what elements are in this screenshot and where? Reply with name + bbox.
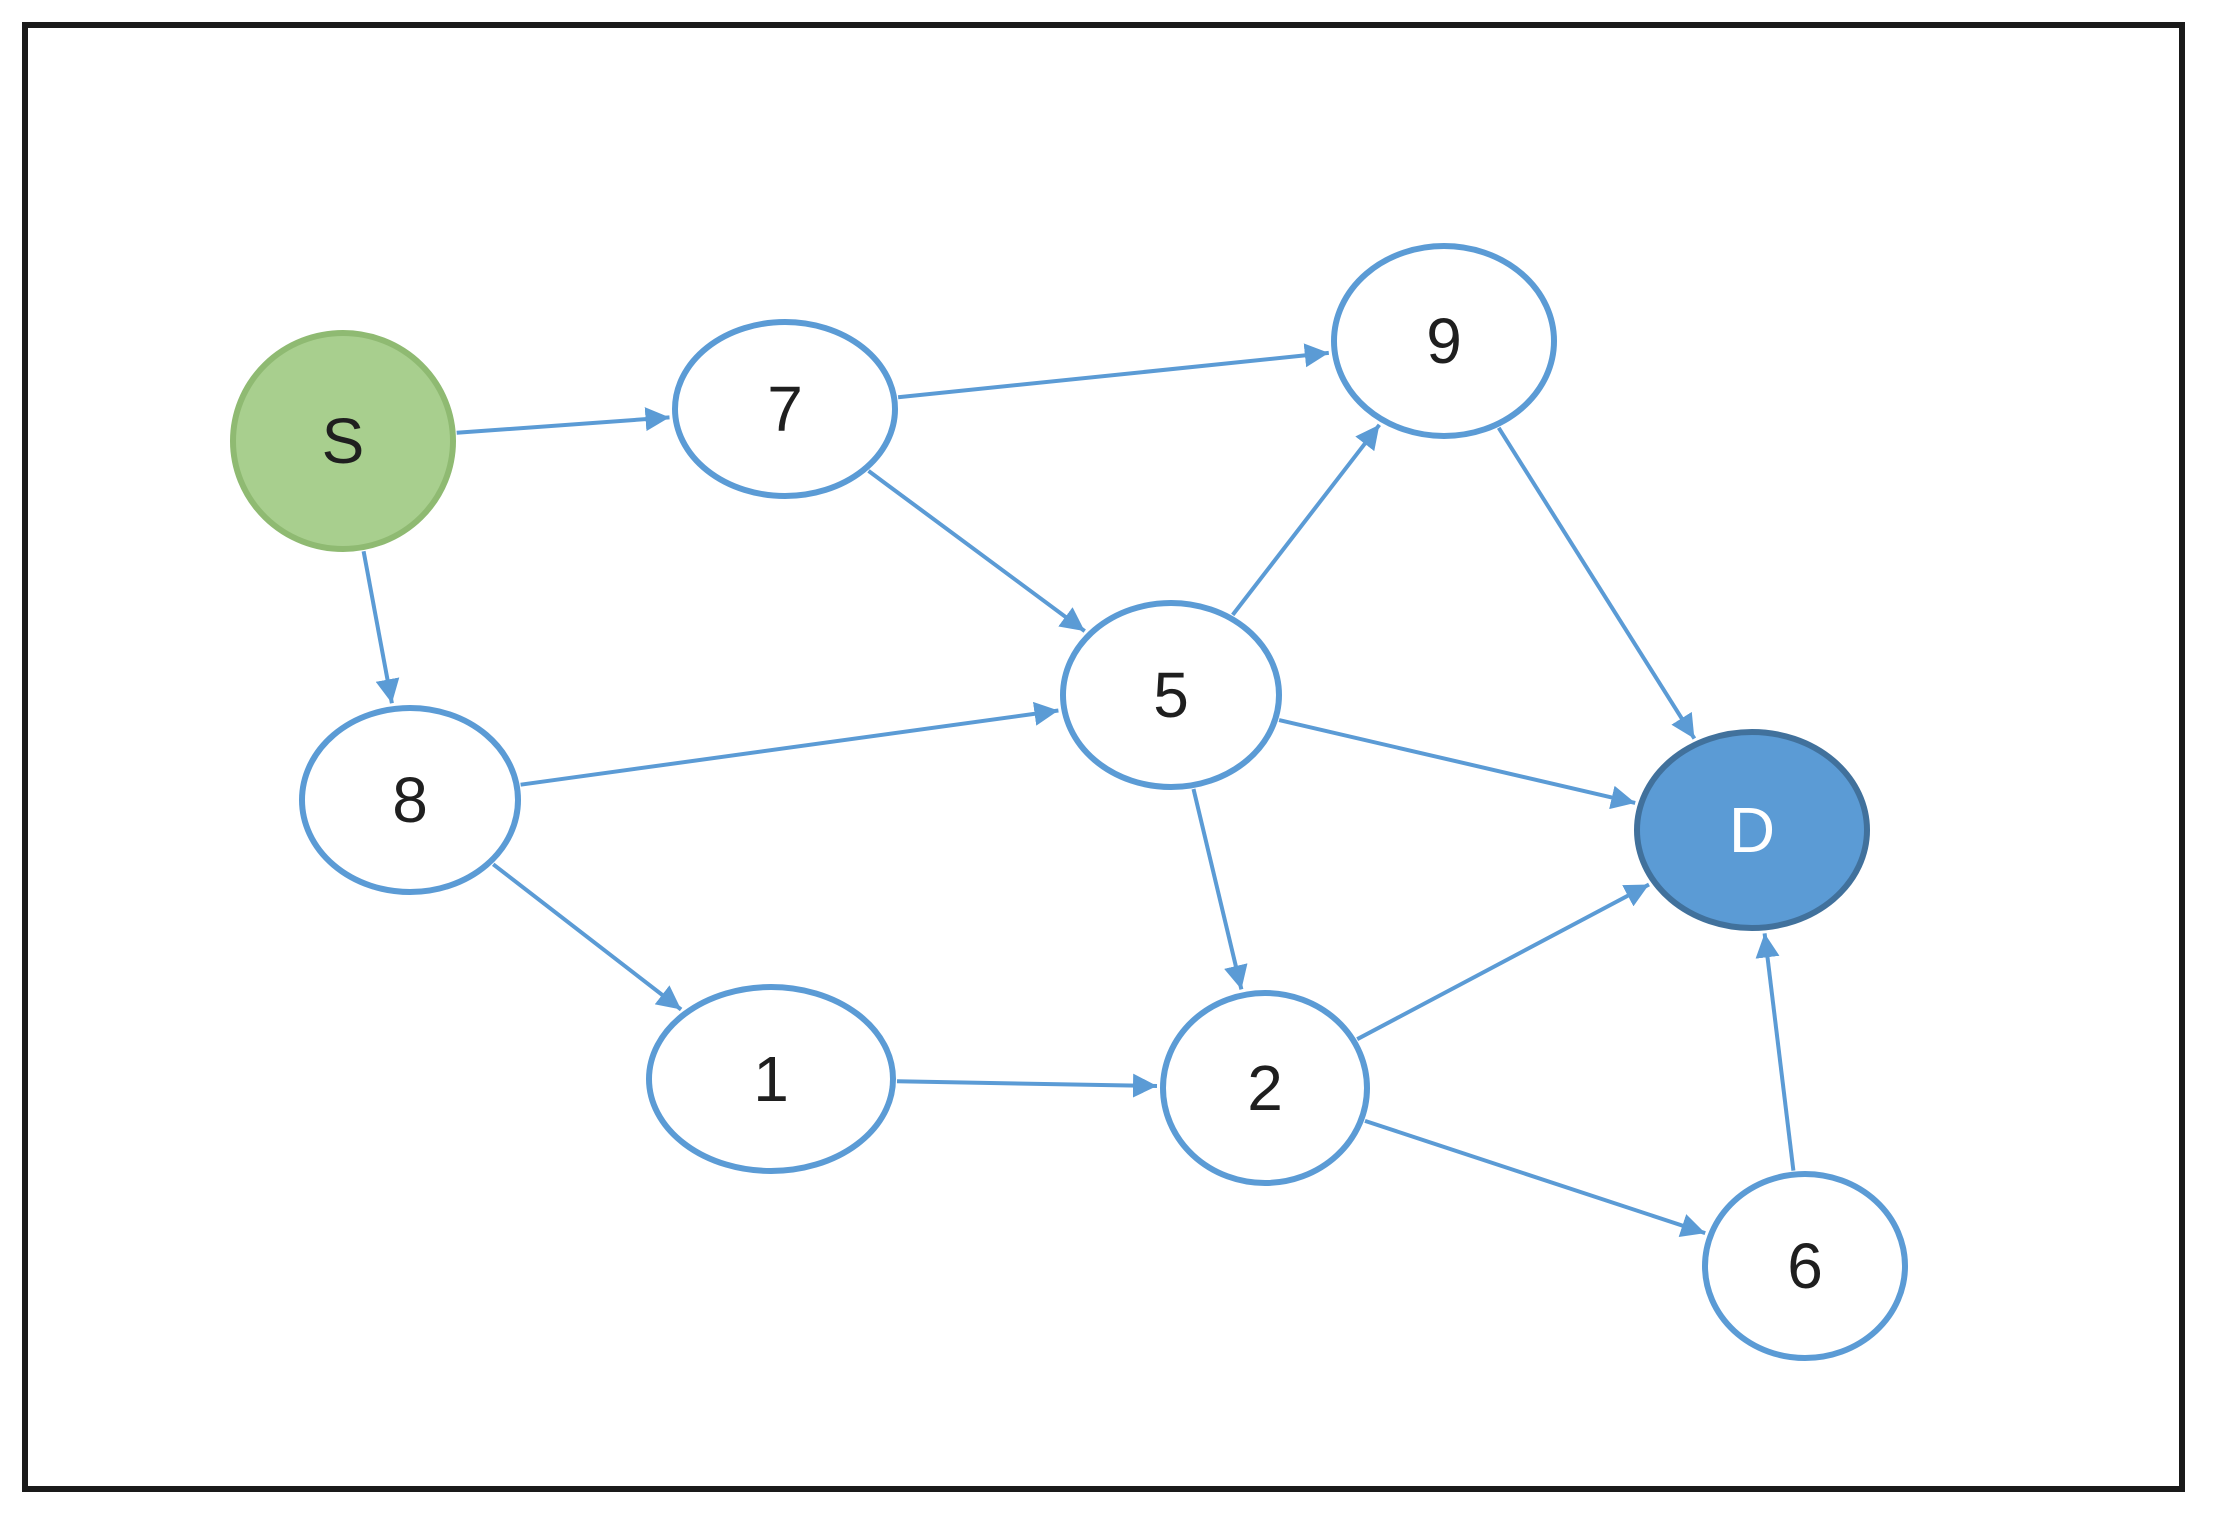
edge-9-to-D — [1497, 426, 1697, 740]
edge-S-to-8 — [361, 550, 400, 704]
node-5: 5 — [1060, 600, 1282, 790]
node-1-label: 1 — [753, 1043, 789, 1115]
edge-5-to-D — [1278, 718, 1636, 810]
edge-5-to-9 — [1231, 423, 1381, 617]
node-9: 9 — [1331, 243, 1557, 439]
node-9-label: 9 — [1426, 305, 1462, 377]
nodes-layer: S 7 9 8 5D 1 2 6 — [230, 243, 1908, 1361]
edge-2-to-D — [1356, 882, 1650, 1041]
node-7-circle — [672, 319, 898, 499]
node-5-circle — [1060, 600, 1282, 790]
node-8-label: 8 — [392, 764, 428, 836]
node-2: 2 — [1160, 990, 1370, 1186]
node-7: 7 — [672, 319, 898, 499]
node-D-label: D — [1729, 794, 1775, 866]
node-6: 6 — [1702, 1171, 1908, 1361]
edge-2-to-6 — [1364, 1119, 1706, 1237]
edge-S-to-7 — [456, 407, 670, 435]
edge-6-to-D — [1755, 933, 1796, 1171]
node-D: D — [1634, 729, 1870, 931]
node-2-circle — [1160, 990, 1370, 1186]
node-8-circle — [299, 705, 521, 895]
node-8: 8 — [299, 705, 521, 895]
node-6-label: 6 — [1787, 1230, 1823, 1302]
node-1: 1 — [646, 984, 896, 1174]
node-7-label: 7 — [767, 373, 803, 445]
node-9-circle — [1331, 243, 1557, 439]
node-5-label: 5 — [1153, 659, 1189, 731]
edge-7-to-5 — [867, 469, 1086, 633]
node-S-label: S — [322, 405, 365, 477]
edges-layer — [361, 343, 1796, 1237]
node-6-circle — [1702, 1171, 1908, 1361]
edge-7-to-9 — [897, 343, 1330, 400]
edge-8-to-5 — [520, 701, 1059, 787]
node-D-circle — [1634, 729, 1870, 931]
edge-1-to-2 — [896, 1073, 1158, 1098]
node-S: S — [230, 330, 456, 552]
diagram-frame — [22, 22, 2185, 1492]
edge-5-to-2 — [1191, 788, 1248, 990]
edge-8-to-1 — [491, 862, 683, 1012]
node-2-label: 2 — [1247, 1052, 1283, 1124]
node-1-circle — [646, 984, 896, 1174]
node-S-circle — [230, 330, 456, 552]
